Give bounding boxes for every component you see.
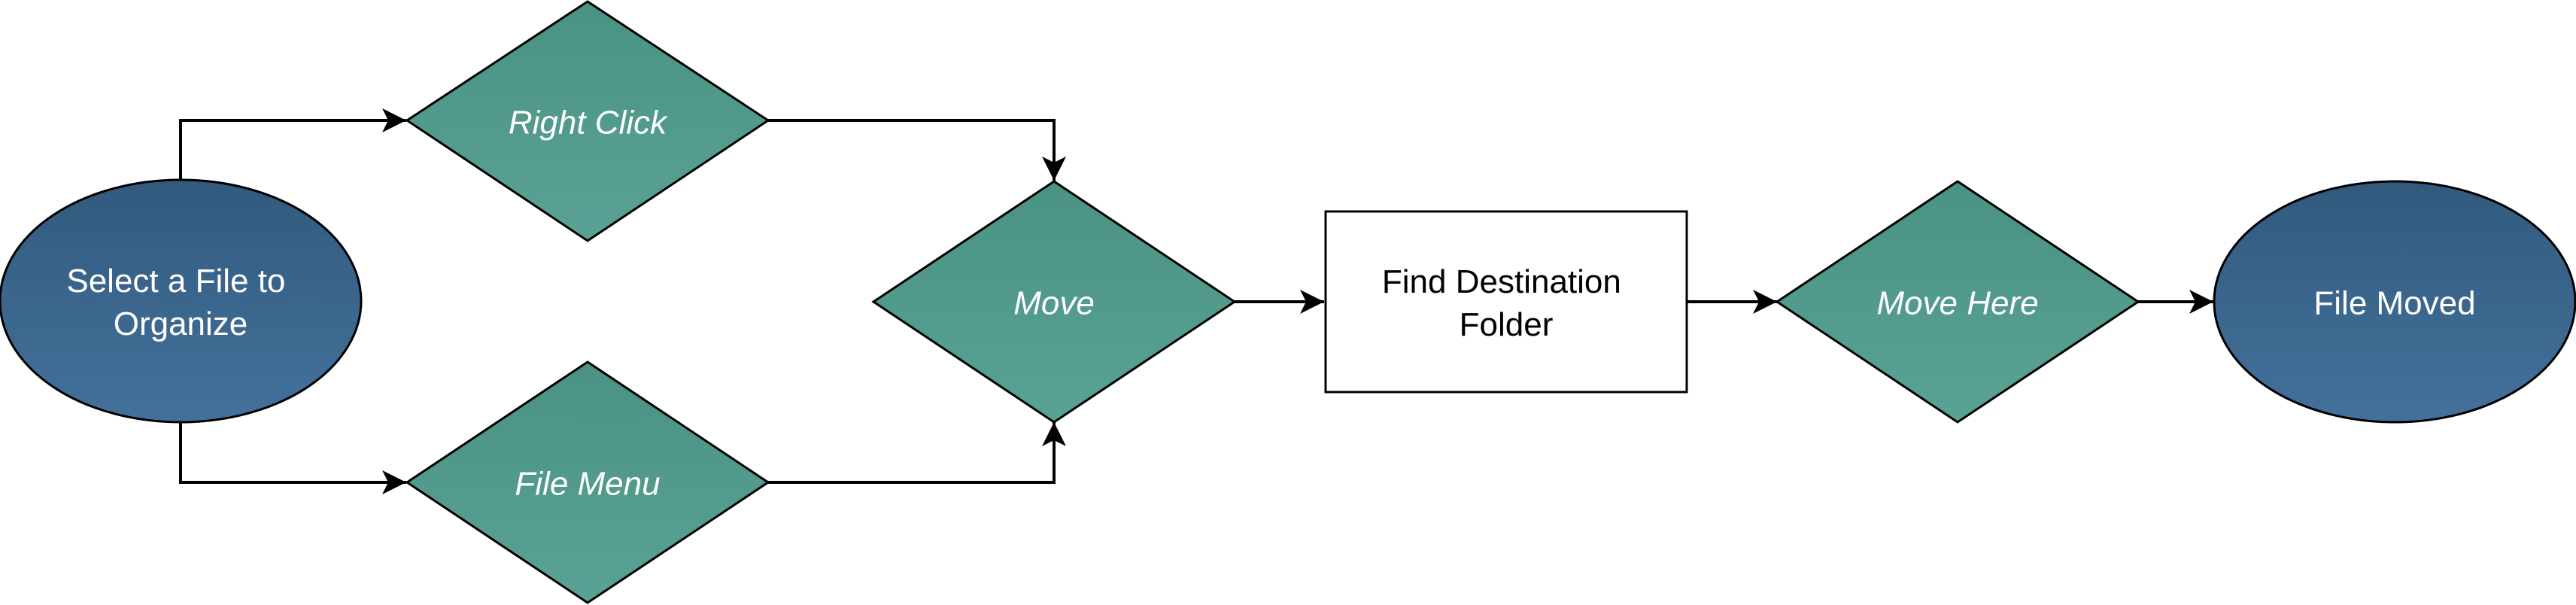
start-label-line-2: Organize [114, 306, 248, 342]
start-label: Select a File to Organize [66, 263, 294, 342]
start-label-line-1: Select a File to [66, 263, 285, 299]
edge-start-to-file-menu [179, 423, 406, 484]
node-move: Move [871, 180, 1237, 424]
node-file-menu: File Menu [405, 360, 770, 604]
arrowhead-move-top [1042, 157, 1066, 181]
node-move-here: Move Here [1775, 180, 2140, 424]
edge-file-menu-to-move [768, 422, 1056, 484]
find-destination-box [1324, 210, 1688, 394]
find-destination-line-1: Find Destination [1382, 263, 1621, 300]
node-right-click: Right Click [405, 0, 770, 242]
move-here-diamond [1775, 180, 2140, 424]
arrowhead-file-moved [2189, 290, 2213, 314]
move-diamond [871, 180, 1237, 424]
right-click-diamond [405, 0, 770, 242]
arrowhead-find-destination [1300, 290, 1324, 314]
edge-start-to-right-click [179, 119, 406, 179]
node-file-moved: File Moved [2213, 180, 2576, 424]
node-select-file: Select a File to Organize [0, 178, 363, 424]
move-here-label: Move Here [1876, 285, 2038, 322]
file-menu-label: File Menu [515, 466, 660, 503]
arrowhead-move-bottom [1042, 422, 1066, 446]
arrowhead-file-menu [382, 470, 406, 494]
edge-right-click-to-move [768, 119, 1056, 181]
file-menu-diamond [405, 360, 770, 604]
find-destination-line-2: Folder [1460, 306, 1554, 343]
end-ellipse [2213, 180, 2576, 424]
start-ellipse [0, 178, 363, 424]
arrowhead-move-here [1753, 290, 1777, 314]
arrowhead-right-click [382, 108, 406, 132]
right-click-label: Right Click [509, 105, 668, 141]
end-label: File Moved [2313, 285, 2475, 322]
node-find-destination: Find Destination Folder [1324, 210, 1688, 394]
find-destination-label: Find Destination Folder [1382, 263, 1630, 343]
connectors [179, 108, 2213, 494]
move-label: Move [1013, 285, 1095, 322]
